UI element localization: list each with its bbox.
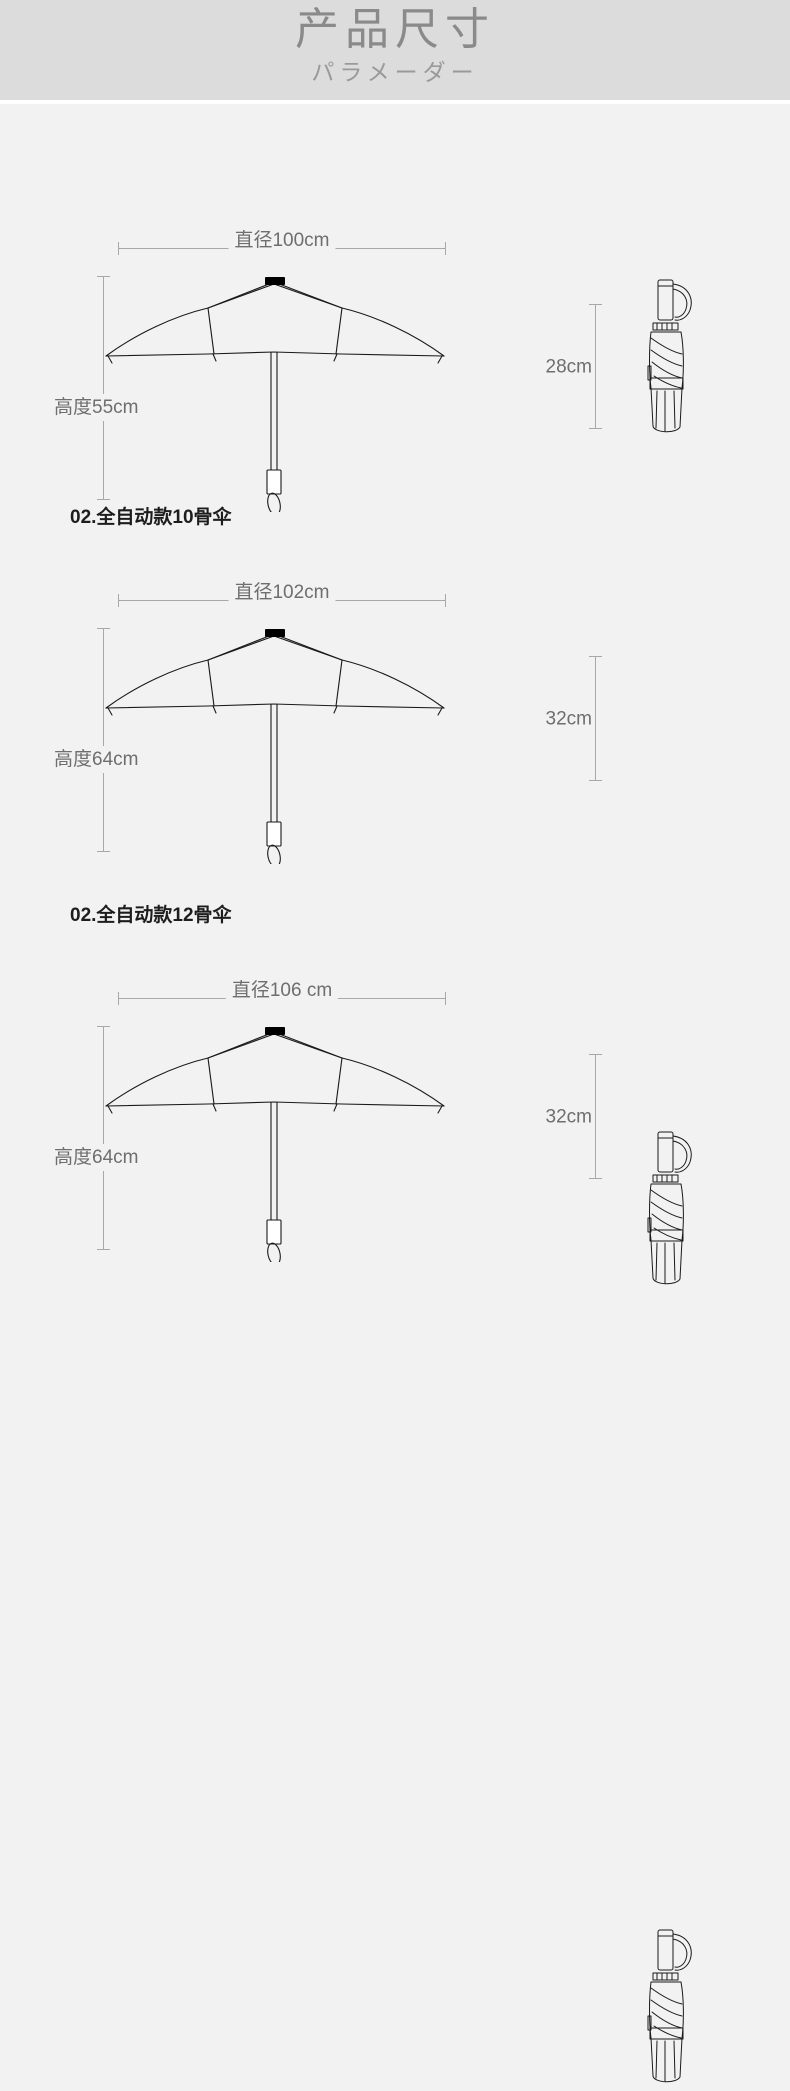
dimension-endcap-top — [97, 628, 110, 629]
dimension-line — [103, 1026, 104, 1250]
section-heading-2: 02.全自动款10骨伞 — [70, 507, 232, 528]
folded-length-label: 32cm — [545, 1103, 592, 1130]
folded-umbrella-illustration-1 — [647, 279, 692, 433]
dimension-endcap-top — [589, 304, 602, 305]
height-label: 高度64cm — [54, 1144, 139, 1171]
dimension-endcap-top — [97, 1026, 110, 1027]
height-label: 高度64cm — [54, 746, 139, 773]
wrist-strap-loop — [267, 844, 281, 864]
diameter-dimension-2: 直径102cm — [118, 583, 446, 607]
umbrella-handle-grip — [266, 469, 282, 495]
dimension-endcap-left — [118, 992, 119, 1005]
folded-length-dimension-1: 28cm — [545, 304, 602, 429]
open-umbrella-illustration-3 — [105, 1027, 445, 1262]
dimension-endcap-top — [589, 656, 602, 657]
dimension-line — [103, 276, 104, 500]
umbrella-finial — [265, 277, 285, 285]
dimension-endcap-bottom — [589, 780, 602, 781]
dimension-line — [103, 628, 104, 852]
dimension-endcap-left — [118, 242, 119, 255]
page-title: 产品尺寸 — [295, 5, 495, 54]
page-header: 产品尺寸 パラメーダー — [0, 0, 790, 100]
dimension-endcap-right — [445, 594, 446, 607]
dimension-endcap-top — [589, 1054, 602, 1055]
open-umbrella-illustration-1 — [105, 277, 445, 512]
dimension-endcap-top — [97, 276, 110, 277]
folded-length-label: 32cm — [545, 705, 592, 732]
wrist-strap-loop — [267, 1242, 281, 1262]
dimension-endcap-right — [445, 992, 446, 1005]
dimension-line — [595, 1054, 596, 1179]
dimension-endcap-left — [118, 594, 119, 607]
open-umbrella-illustration-2 — [105, 629, 445, 864]
umbrella-finial — [265, 629, 285, 637]
dimension-endcap-bottom — [589, 428, 602, 429]
folded-length-label: 28cm — [545, 353, 592, 380]
folded-length-dimension-2: 32cm — [545, 656, 602, 781]
umbrella-handle-grip — [266, 1219, 282, 1245]
diameter-label: 直径106 cm — [225, 981, 339, 1000]
dimension-endcap-bottom — [97, 851, 110, 852]
umbrella-handle-grip — [266, 821, 282, 847]
page-subtitle: パラメーダー — [311, 59, 479, 85]
diameter-label: 直径100cm — [228, 231, 336, 250]
folded-length-dimension-3: 32cm — [545, 1054, 602, 1179]
folded-umbrella-illustration-3 — [647, 1929, 692, 2083]
product-section-2: 02.全自动款10骨伞 直径102cm 高度64cm — [0, 504, 790, 1285]
dimension-endcap-bottom — [97, 1249, 110, 1250]
height-label: 高度55cm — [54, 394, 139, 421]
dimension-line — [595, 304, 596, 429]
dimension-line — [595, 656, 596, 781]
folded-umbrella-illustration-2 — [647, 1131, 692, 1285]
dimension-endcap-bottom — [589, 1178, 602, 1179]
section-heading-3: 02.全自动款12骨伞 — [70, 905, 232, 926]
header-text-group: 产品尺寸 パラメーダー — [0, 0, 790, 84]
dimension-endcap-bottom — [97, 499, 110, 500]
header-divider — [0, 100, 790, 104]
diameter-dimension-1: 直径100cm — [118, 231, 446, 255]
diameter-label: 直径102cm — [228, 583, 336, 602]
product-section-1: 直径100cm 高度55cm — [0, 104, 790, 512]
height-dimension-1: 高度55cm — [54, 276, 139, 500]
height-dimension-3: 高度64cm — [54, 1026, 139, 1250]
umbrella-finial — [265, 1027, 285, 1035]
height-dimension-2: 高度64cm — [54, 628, 139, 852]
product-section-3: 02.全自动款12骨伞 直径106 cm 高度64cm — [0, 904, 790, 2083]
diameter-dimension-3: 直径106 cm — [118, 981, 446, 1005]
wrist-strap-loop — [267, 492, 281, 512]
dimension-endcap-right — [445, 242, 446, 255]
